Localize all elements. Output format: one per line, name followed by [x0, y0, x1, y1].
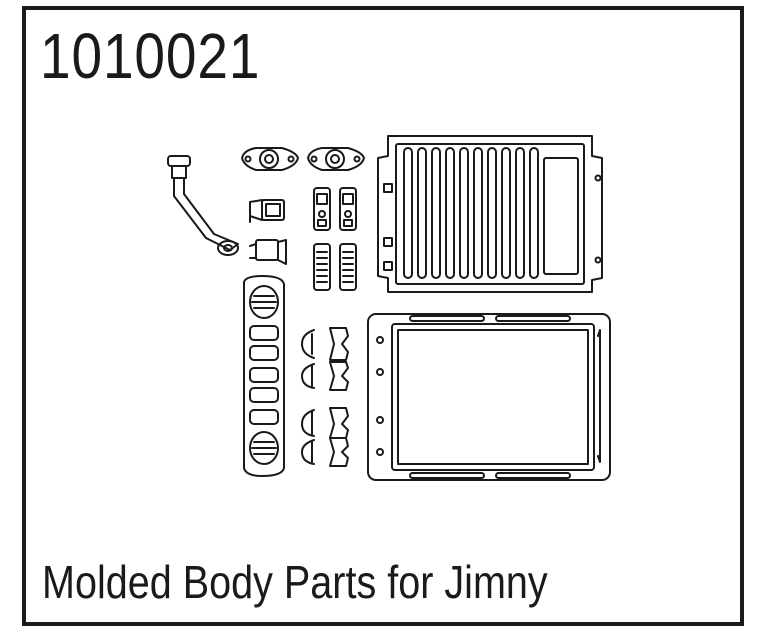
parts-illustration: [167, 135, 611, 481]
antenna-mount-icon: [167, 155, 239, 256]
door-hinge-icon: [249, 199, 287, 265]
eyelet-bracket-icon: [241, 147, 365, 171]
vented-hood-panel-icon: [377, 135, 603, 293]
product-card: [22, 6, 744, 626]
tail-light-icon: [313, 187, 357, 291]
light-bar-icon: [243, 275, 285, 477]
clip-icon: [301, 327, 349, 467]
part-number: 1010021: [40, 20, 261, 92]
product-name: Molded Body Parts for Jimny: [42, 556, 548, 608]
roof-rack-frame-icon: [367, 313, 611, 481]
